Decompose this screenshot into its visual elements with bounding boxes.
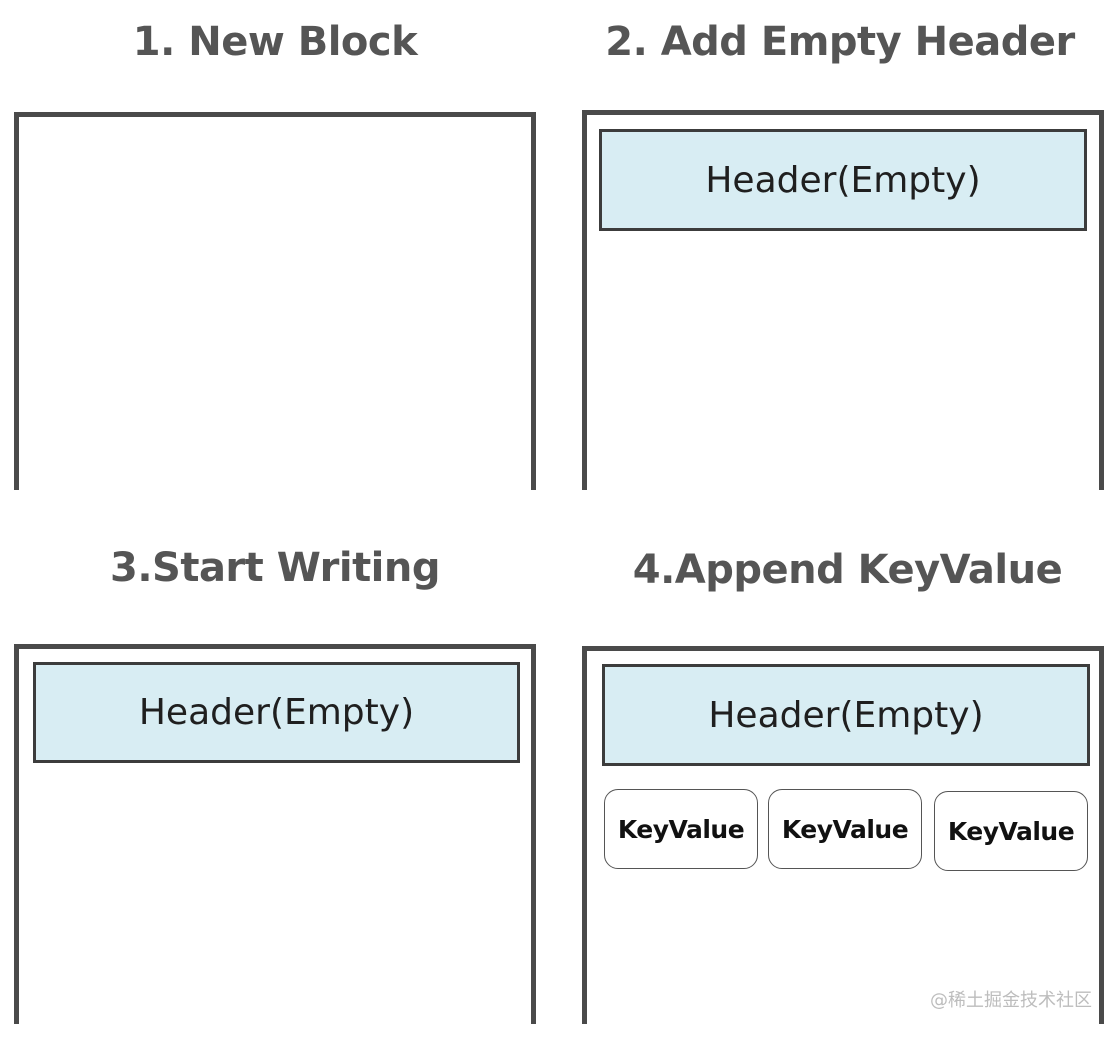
keyvalue-box: KeyValue: [604, 789, 758, 869]
panel-1-block: [14, 112, 536, 490]
panel-4-header: Header(Empty): [602, 664, 1090, 766]
panel-2-header: Header(Empty): [599, 129, 1087, 231]
panel-2-block: Header(Empty): [582, 110, 1104, 490]
panel-3-block: Header(Empty): [14, 644, 536, 1024]
panel-1-title: 1. New Block: [132, 19, 418, 65]
panel-3-header: Header(Empty): [33, 662, 520, 763]
keyvalue-box: KeyValue: [934, 791, 1088, 871]
panel-4-title: 4.Append KeyValue: [632, 547, 1063, 593]
panel-3-title: 3.Start Writing: [109, 545, 441, 591]
panel-2-title: 2. Add Empty Header: [605, 19, 1075, 65]
panel-4-block: Header(Empty) KeyValue KeyValue KeyValue: [582, 646, 1104, 1024]
keyvalue-box: KeyValue: [768, 789, 922, 869]
watermark-text: @稀土掘金技术社区: [930, 990, 1092, 1011]
